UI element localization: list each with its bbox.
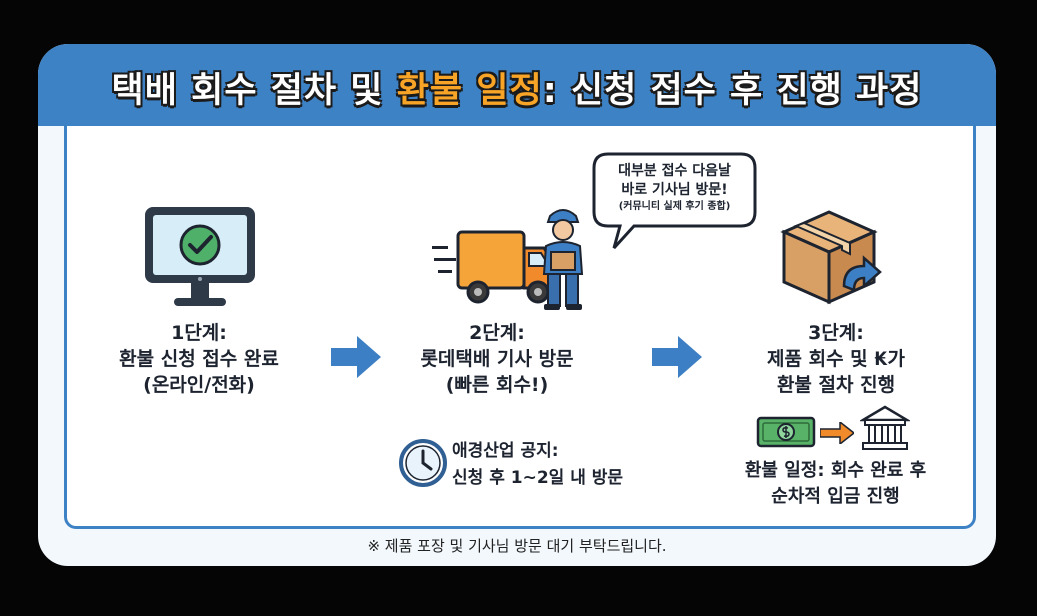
title-part2: : 신청 접수 후 진행 과정 bbox=[542, 71, 923, 111]
infographic-card: 택배 회수 절차 및 환불 일정: 신청 접수 후 진행 과정 bbox=[38, 44, 996, 566]
step-1-text: 1단계: 환불 신청 접수 완료 (온라인/전화) bbox=[94, 320, 304, 398]
header-bar: 택배 회수 절차 및 환불 일정: 신청 접수 후 진행 과정 bbox=[38, 44, 996, 126]
title-part1: 택배 회수 절차 및 bbox=[111, 71, 397, 111]
notice-text: 애경산업 공지: 신청 후 1~2일 내 방문 bbox=[452, 438, 672, 492]
arrow-right-icon bbox=[652, 336, 702, 382]
process-panel bbox=[64, 126, 976, 529]
bubble-note: (커뮤니티 실제 후기 종합) bbox=[618, 201, 731, 212]
monitor-check-icon bbox=[142, 204, 258, 314]
bank-icon bbox=[858, 404, 912, 456]
bubble-text: 대부분 접수 다음날 바로 기사님 방문! (커뮤니티 실제 후기 종합) bbox=[596, 162, 753, 214]
step-1-label: 1단계: bbox=[171, 322, 227, 344]
step-3-line2: 환불 절차 진행 bbox=[776, 374, 896, 396]
footer-note: ※ 제품 포장 및 기사님 방문 대기 부탁드립니다. bbox=[367, 537, 667, 555]
step-2-text: 2단계: 롯데택배 기사 방문 (빠른 회수!) bbox=[392, 320, 602, 398]
page-title: 택배 회수 절차 및 환불 일정: 신청 접수 후 진행 과정 bbox=[38, 62, 996, 113]
step-3-line1: 제품 회수 및 ₭가 bbox=[767, 348, 905, 370]
clock-icon bbox=[398, 438, 448, 492]
notice-title: 애경산업 공지: bbox=[452, 441, 559, 461]
title-highlight: 환불 일정 bbox=[396, 71, 543, 111]
notice-body: 신청 후 1~2일 내 방문 bbox=[452, 468, 624, 488]
bubble-line1: 대부분 접수 다음날 bbox=[618, 163, 731, 179]
step-2-line2: (빠른 회수!) bbox=[445, 374, 549, 396]
step-3-text: 3단계: 제품 회수 및 ₭가 환불 절차 진행 bbox=[726, 320, 946, 398]
speech-bubble bbox=[592, 152, 757, 250]
arrow-right-icon bbox=[819, 420, 856, 448]
parcel-return-icon bbox=[774, 202, 884, 316]
bubble-line2: 바로 기사님 방문! bbox=[621, 182, 728, 198]
step-2-line1: 롯데택배 기사 방문 bbox=[420, 348, 574, 370]
arrow-right-icon bbox=[331, 336, 381, 382]
courier-icon bbox=[538, 206, 588, 316]
step-1-line2: (온라인/전화) bbox=[143, 374, 255, 396]
refund-schedule-text: 환불 일정: 회수 완료 후 순차적 입금 진행 bbox=[718, 458, 953, 510]
step-2-label: 2단계: bbox=[469, 322, 525, 344]
step-1-line1: 환불 신청 접수 완료 bbox=[119, 348, 279, 370]
refund-line1: 환불 일정: 회수 완료 후 bbox=[744, 460, 927, 481]
refund-line2: 순차적 입금 진행 bbox=[771, 486, 900, 507]
money-icon bbox=[756, 414, 816, 454]
step-3-label: 3단계: bbox=[808, 322, 864, 344]
